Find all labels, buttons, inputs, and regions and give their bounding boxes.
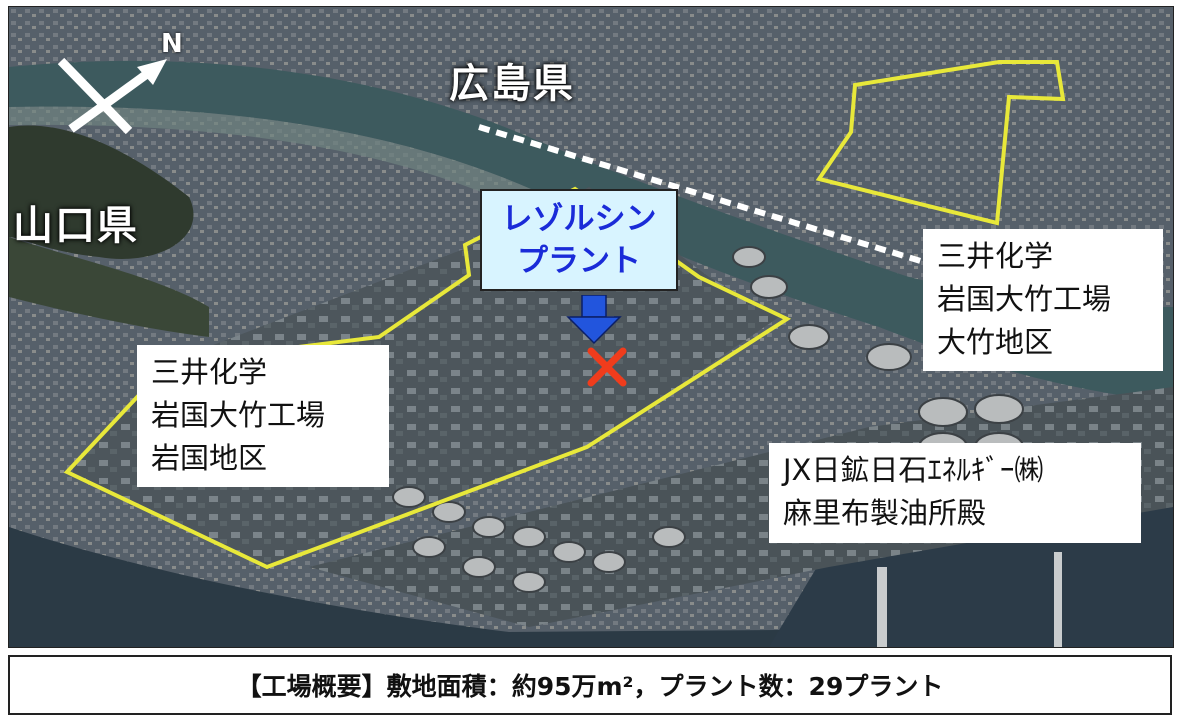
yamaguchi-prefecture-label: 山口県 [13, 203, 139, 249]
north-label: N [161, 29, 183, 59]
north-arrow-icon [57, 57, 167, 135]
otake-district-label: 三井化学 岩国大竹工場 大竹地区 [923, 229, 1163, 371]
plant-count-value: 29プラント [808, 672, 944, 701]
area-separator: ： [486, 672, 512, 701]
factory-summary: 【工場概要】 敷地面積 ： 約95万m² ， プラント数 ： 29プラント [8, 655, 1172, 715]
jx-refinery: 麻里布製油所殿 [783, 496, 987, 530]
area-value: 約95万m² [511, 672, 634, 701]
iwakuni-district: 岩国地区 [151, 441, 268, 475]
area-label: 敷地面積 [386, 672, 487, 701]
resorcinol-plant-callout: レゾルシン プラント [480, 189, 678, 291]
hiroshima-prefecture-label: 広島県 [449, 61, 575, 107]
summary-heading: 【工場概要】 [236, 672, 387, 701]
x-marker-icon [587, 347, 627, 387]
jx-company: JX日鉱日石ｴﾈﾙｷﾞｰ㈱ [783, 453, 1044, 487]
iwakuni-company: 三井化学 [151, 355, 268, 389]
callout-line-1: レゾルシン [501, 201, 657, 237]
iwakuni-district-label: 三井化学 岩国大竹工場 岩国地区 [137, 345, 389, 487]
plant-separator: ： [783, 672, 809, 701]
plant-count-label: プラント数 [658, 672, 784, 701]
otake-district: 大竹地区 [937, 325, 1054, 359]
summary-comma: ， [633, 672, 659, 701]
otake-company: 三井化学 [937, 239, 1054, 273]
aerial-photo: N 広島県 山口県 レゾルシン プラント 三井化学 岩国大竹工場 大竹地区 三井… [8, 6, 1174, 648]
iwakuni-plant: 岩国大竹工場 [151, 398, 326, 432]
otake-plant: 岩国大竹工場 [937, 282, 1112, 316]
down-arrow-icon [566, 295, 622, 345]
callout-line-2: プラント [517, 243, 641, 279]
jx-refinery-label: JX日鉱日石ｴﾈﾙｷﾞｰ㈱ 麻里布製油所殿 [769, 443, 1141, 543]
